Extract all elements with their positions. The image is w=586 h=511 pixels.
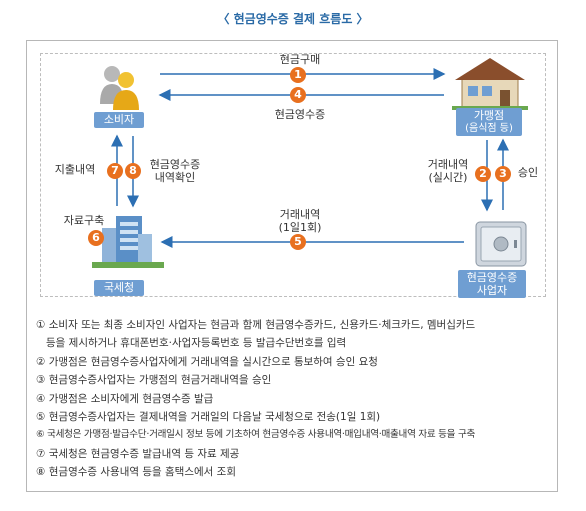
note-8: ⑧ 현금영수증 사용내역 등을 홈택스에서 조회 [36, 466, 236, 479]
consumer-icon [100, 66, 139, 110]
txn-realtime-line2: (실시간) [428, 171, 468, 184]
diagram-frame [26, 40, 558, 492]
note-1a: ① 소비자 또는 최종 소비자인 사업자는 현금과 함께 현금영수증카드, 신용… [36, 319, 476, 331]
step-3-badge: 3 [495, 166, 511, 182]
issuer-name: 현금영수증 [466, 271, 518, 284]
merchant-name: 가맹점 [473, 109, 505, 122]
step-6-badge: 6 [88, 230, 104, 246]
step-5-badge: 5 [290, 234, 306, 250]
txn-realtime-label: 거래내역 (실시간) [418, 158, 478, 184]
approve-label: 승인 [517, 166, 539, 179]
nts-label: 국세청 [94, 280, 144, 296]
purchase-label: 현금구매 [279, 53, 321, 66]
note-1b: 등을 제시하거나 휴대폰번호·사업자등록번호 등 발급수단번호를 입력 [36, 337, 347, 350]
receipt-label: 현금영수증 [274, 108, 326, 121]
archive-label: 자료구축 [63, 214, 105, 227]
step-8-badge: 8 [125, 163, 141, 179]
note-7: ⑦ 국세청은 현금영수증 발급내역 등 자료 제공 [36, 447, 240, 460]
merchant-sub: (음식점 등) [465, 123, 513, 134]
step-1-badge: 1 [290, 67, 306, 83]
consumer-label: 소비자 [94, 112, 144, 128]
confirm-line1: 현금영수증 [149, 158, 201, 171]
step-7-badge: 7 [107, 163, 123, 179]
step-2-badge: 2 [475, 166, 491, 182]
house-icon [452, 58, 528, 110]
page-title: 〈 현금영수증 결제 흐름도 〉 [217, 12, 369, 26]
confirm-label: 현금영수증 내역확인 [142, 158, 208, 184]
txn-daily-line1: 거래내역 [279, 208, 321, 221]
issuer-label: 현금영수증 사업자 [458, 270, 526, 298]
txn-realtime-line1: 거래내역 [427, 158, 469, 171]
txn-daily-label: 거래내역 (1일1회) [270, 208, 330, 234]
safe-icon [475, 221, 527, 267]
note-4: ④ 가맹점은 소비자에게 현금영수증 발급 [36, 392, 214, 405]
note-5: ⑤ 현금영수증사업자는 결제내역을 거래일의 다음날 국세청으로 전송(1일 1… [36, 411, 381, 424]
note-6: ⑥ 국세청은 가맹점·발급수단·거래일시 정보 등에 기초하여 현금영수증 사용… [36, 429, 476, 441]
building-icon [92, 216, 164, 268]
issuer-sub: 사업자 [476, 284, 508, 297]
note-2: ② 가맹점은 현금영수증사업자에게 거래내역을 실시간으로 통보하여 승인 요청 [36, 355, 378, 368]
note-3: ③ 현금영수증사업자는 가맹점의 현금거래내역을 승인 [36, 374, 272, 387]
txn-daily-line2: (1일1회) [278, 221, 322, 234]
confirm-line2: 내역확인 [154, 171, 196, 184]
merchant-label: 가맹점 (음식점 등) [456, 108, 522, 136]
step-4-badge: 4 [290, 87, 306, 103]
expense-label: 지출내역 [54, 163, 96, 176]
steps-description: ① 소비자 또는 최종 소비자인 사업자는 현금과 함께 현금영수증카드, 신용… [36, 316, 556, 482]
flow-area [40, 53, 546, 297]
